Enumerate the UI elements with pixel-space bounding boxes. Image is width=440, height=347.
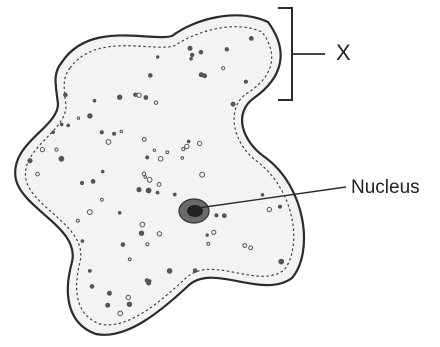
label-x: X — [336, 40, 351, 66]
granule — [193, 269, 197, 273]
granule — [225, 48, 228, 51]
granule — [113, 132, 116, 135]
granule — [88, 114, 92, 118]
granule — [139, 231, 143, 235]
granule — [28, 159, 32, 163]
granule — [107, 291, 111, 295]
granule — [190, 58, 193, 61]
granule — [199, 50, 203, 54]
granule — [101, 170, 104, 173]
granule — [93, 99, 96, 102]
granule — [60, 123, 63, 126]
granule — [67, 124, 70, 127]
granule — [191, 53, 194, 56]
granule — [118, 95, 122, 99]
granule — [52, 131, 55, 134]
granule — [279, 259, 284, 264]
granule — [106, 303, 110, 307]
granule — [249, 37, 253, 41]
granule — [173, 193, 176, 196]
granule — [149, 74, 153, 78]
granule — [261, 194, 264, 197]
granule — [146, 188, 151, 193]
granule — [88, 270, 91, 273]
granule — [121, 243, 125, 247]
label-nucleus: Nucleus — [351, 177, 420, 199]
granule — [91, 180, 95, 184]
granule — [144, 96, 148, 100]
granule — [167, 269, 172, 274]
granule — [187, 140, 190, 143]
granule — [81, 240, 84, 243]
granule — [215, 214, 218, 217]
granule — [137, 188, 141, 192]
granule — [278, 205, 281, 208]
granule — [90, 285, 94, 289]
granule — [222, 214, 226, 218]
granule — [100, 131, 103, 134]
nucleus-core — [187, 205, 203, 217]
granule — [206, 234, 208, 236]
granule — [118, 212, 121, 215]
granule — [244, 80, 247, 83]
granule — [231, 102, 235, 106]
cell-membrane-outer — [15, 15, 304, 334]
granule — [64, 93, 68, 97]
granule — [80, 181, 83, 184]
granule — [146, 156, 149, 159]
granule — [127, 302, 131, 306]
granule — [188, 46, 192, 50]
granule — [148, 280, 151, 283]
granule — [157, 56, 159, 58]
granule — [199, 73, 203, 77]
granule — [59, 156, 64, 161]
granule — [156, 191, 159, 194]
